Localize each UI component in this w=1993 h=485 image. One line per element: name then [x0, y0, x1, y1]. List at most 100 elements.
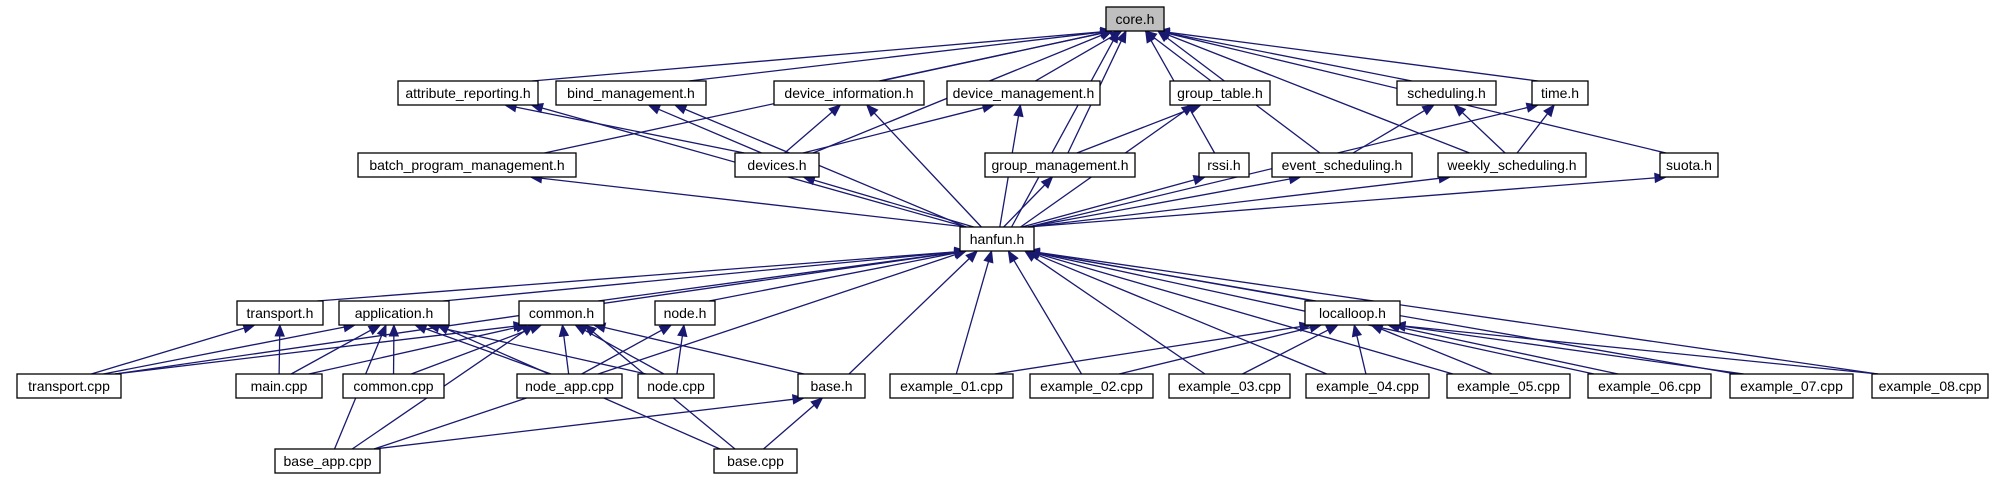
node-label[interactable]: attribute_reporting.h [405, 85, 530, 101]
node-example-02[interactable]: example_02.cpp [1029, 373, 1154, 399]
node-label[interactable]: main.cpp [251, 378, 308, 394]
node-box[interactable] [1304, 300, 1401, 326]
node-device-management[interactable]: device_management.h [946, 80, 1101, 106]
node-label[interactable]: example_06.cpp [1598, 378, 1701, 394]
node-box[interactable] [342, 373, 445, 399]
node-main-cpp[interactable]: main.cpp [235, 373, 323, 399]
node-box[interactable] [1105, 6, 1165, 32]
node-group-table[interactable]: group_table.h [1169, 80, 1271, 106]
node-label[interactable]: time.h [1541, 85, 1579, 101]
node-label[interactable]: example_07.cpp [1740, 378, 1843, 394]
node-node-cpp[interactable]: node.cpp [637, 373, 715, 399]
node-label[interactable]: scheduling.h [1407, 85, 1486, 101]
node-label[interactable]: localloop.h [1319, 305, 1386, 321]
node-box[interactable] [236, 300, 324, 326]
node-application[interactable]: application.h [338, 300, 450, 326]
node-box[interactable] [1029, 373, 1154, 399]
node-label[interactable]: node.cpp [647, 378, 705, 394]
node-box[interactable] [734, 152, 820, 178]
node-box[interactable] [1446, 373, 1571, 399]
node-label[interactable]: base.cpp [727, 453, 784, 469]
node-example-05[interactable]: example_05.cpp [1446, 373, 1571, 399]
node-group-management[interactable]: group_management.h [984, 152, 1136, 178]
node-weekly-scheduling[interactable]: weekly_scheduling.h [1437, 152, 1587, 178]
node-label[interactable]: group_table.h [1177, 85, 1263, 101]
node-box[interactable] [1168, 373, 1291, 399]
node-box[interactable] [1305, 373, 1430, 399]
node-base-app-cpp[interactable]: base_app.cpp [274, 448, 381, 474]
node-localloop[interactable]: localloop.h [1304, 300, 1401, 326]
node-example-01[interactable]: example_01.cpp [889, 373, 1014, 399]
node-label[interactable]: node.h [664, 305, 707, 321]
node-label[interactable]: base_app.cpp [284, 453, 372, 469]
node-example-03[interactable]: example_03.cpp [1168, 373, 1291, 399]
node-box[interactable] [518, 300, 605, 326]
node-label[interactable]: example_02.cpp [1040, 378, 1143, 394]
node-box[interactable] [773, 80, 925, 106]
node-box[interactable] [516, 373, 623, 399]
node-box[interactable] [637, 373, 715, 399]
node-label[interactable]: node_app.cpp [525, 378, 614, 394]
node-label[interactable]: hanfun.h [970, 231, 1025, 247]
node-label[interactable]: common.cpp [353, 378, 433, 394]
node-box[interactable] [946, 80, 1101, 106]
node-suota[interactable]: suota.h [1659, 152, 1719, 178]
node-devices[interactable]: devices.h [734, 152, 820, 178]
node-common-h[interactable]: common.h [518, 300, 605, 326]
node-label[interactable]: batch_program_management.h [369, 157, 564, 173]
node-box[interactable] [1659, 152, 1719, 178]
node-label[interactable]: example_08.cpp [1879, 378, 1982, 394]
node-common-cpp[interactable]: common.cpp [342, 373, 445, 399]
node-box[interactable] [274, 448, 381, 474]
node-hanfun[interactable]: hanfun.h [959, 226, 1035, 252]
node-box[interactable] [1169, 80, 1271, 106]
node-box[interactable] [1437, 152, 1587, 178]
node-attribute-reporting[interactable]: attribute_reporting.h [397, 80, 539, 106]
node-label[interactable]: base.h [810, 378, 852, 394]
node-example-04[interactable]: example_04.cpp [1305, 373, 1430, 399]
node-base-h[interactable]: base.h [797, 373, 866, 399]
node-label[interactable]: example_03.cpp [1178, 378, 1281, 394]
node-box[interactable] [713, 448, 798, 474]
node-label[interactable]: rssi.h [1207, 157, 1240, 173]
node-label[interactable]: example_01.cpp [900, 378, 1003, 394]
node-label[interactable]: application.h [355, 305, 434, 321]
node-label[interactable]: suota.h [1666, 157, 1712, 173]
node-label[interactable]: device_information.h [784, 85, 913, 101]
node-box[interactable] [397, 80, 539, 106]
node-rssi[interactable]: rssi.h [1198, 152, 1250, 178]
node-label[interactable]: transport.cpp [28, 378, 110, 394]
node-label[interactable]: device_management.h [953, 85, 1095, 101]
node-box[interactable] [654, 300, 716, 326]
node-example-07[interactable]: example_07.cpp [1729, 373, 1854, 399]
node-box[interactable] [1587, 373, 1712, 399]
node-bind-management[interactable]: bind_management.h [555, 80, 707, 106]
node-box[interactable] [984, 152, 1136, 178]
node-box[interactable] [357, 152, 577, 178]
node-box[interactable] [1871, 373, 1989, 399]
node-scheduling[interactable]: scheduling.h [1396, 80, 1497, 106]
node-box[interactable] [1729, 373, 1854, 399]
node-box[interactable] [1531, 80, 1589, 106]
node-label[interactable]: example_05.cpp [1457, 378, 1560, 394]
node-batch-program-management[interactable]: batch_program_management.h [357, 152, 577, 178]
node-box[interactable] [1198, 152, 1250, 178]
node-label[interactable]: event_scheduling.h [1282, 157, 1403, 173]
node-label[interactable]: common.h [529, 305, 594, 321]
node-example-08[interactable]: example_08.cpp [1871, 373, 1989, 399]
node-event-scheduling[interactable]: event_scheduling.h [1271, 152, 1413, 178]
node-label[interactable]: transport.h [247, 305, 314, 321]
node-box[interactable] [959, 226, 1035, 252]
node-label[interactable]: core.h [1116, 11, 1155, 27]
node-label[interactable]: weekly_scheduling.h [1446, 157, 1576, 173]
node-device-information[interactable]: device_information.h [773, 80, 925, 106]
node-core[interactable]: core.h [1105, 6, 1165, 32]
node-base-cpp[interactable]: base.cpp [713, 448, 798, 474]
node-box[interactable] [797, 373, 866, 399]
node-box[interactable] [889, 373, 1014, 399]
node-box[interactable] [1396, 80, 1497, 106]
node-box[interactable] [235, 373, 323, 399]
node-box[interactable] [1271, 152, 1413, 178]
node-time[interactable]: time.h [1531, 80, 1589, 106]
node-label[interactable]: devices.h [747, 157, 806, 173]
